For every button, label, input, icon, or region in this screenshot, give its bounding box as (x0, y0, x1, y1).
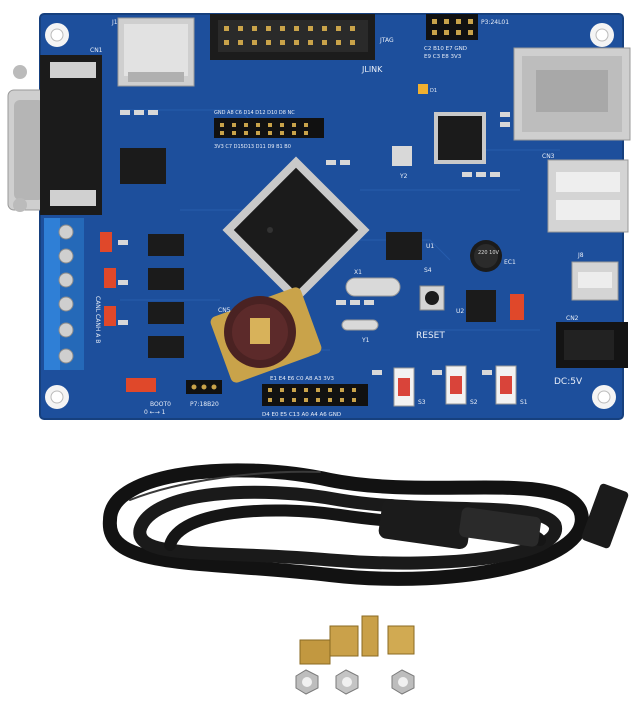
y1-label: Y1 (361, 337, 370, 344)
electrolytic-capacitor (470, 240, 502, 272)
ethernet-controller-chip (434, 112, 486, 164)
crystal-y1 (341, 319, 379, 331)
terminal-labels: CANL CANH A B (94, 296, 101, 343)
p7-header (186, 380, 222, 394)
j1-label: J1 (111, 19, 118, 26)
p6-header (214, 118, 324, 138)
jumper-icons (100, 232, 524, 392)
push-button-s3[interactable] (393, 367, 415, 407)
mounting-hole-icon (45, 23, 616, 409)
power-label: DC:5V (554, 377, 583, 387)
mcu-chip (222, 156, 370, 304)
wireless-header (426, 14, 478, 40)
jtag-connector (210, 14, 375, 60)
wireless-pins-bottom: E9 C3 E8 3V3 (424, 54, 462, 60)
development-board: JLINK JTAG P3:24L01 C2 B10 E7 GND E9 C3 … (7, 13, 631, 420)
coin-battery-holder (210, 287, 322, 383)
p6-top-pins: GND A8 C6 D14 D12 D10 D8 NC (214, 110, 295, 116)
y2-label: Y2 (399, 173, 408, 180)
db9-connector (7, 55, 102, 215)
crystal-x1 (345, 277, 401, 297)
p7-label: P7:18B20 (190, 401, 219, 408)
j8-label: J8 (577, 252, 584, 259)
cn2-label: CN2 (566, 315, 579, 322)
reset-label: RESET (416, 331, 445, 341)
jlink-label: JLINK (361, 65, 383, 74)
sd-card-slot (117, 17, 195, 87)
wireless-pins-top: C2 B10 E7 GND (424, 46, 467, 52)
p4-header (262, 384, 368, 406)
cn1-label: CN1 (90, 47, 103, 54)
p6-bottom-pins: 3V3 C7 D15D13 D11 D9 B1 B0 (214, 144, 291, 150)
u1-label: U1 (426, 243, 434, 250)
brass-standoffs (299, 615, 415, 665)
s2-label: S2 (470, 399, 478, 406)
terminal-block (44, 218, 84, 370)
cn3-label: CN3 (542, 153, 555, 160)
p4-top-pins: E1 E4 E6 C0 A8 A3 3V3 (270, 376, 335, 382)
usb-a-port (547, 159, 629, 233)
smd-components (118, 110, 510, 375)
s4-label: S4 (424, 267, 432, 274)
push-button-s2[interactable] (445, 365, 467, 405)
hex-nuts (295, 669, 415, 695)
cable-connector (378, 483, 629, 550)
boot-scale: 0 ←→ 1 (144, 409, 166, 416)
ic-packages (120, 146, 496, 358)
s1-label: S1 (520, 399, 528, 406)
s3-label: S3 (418, 399, 426, 406)
wireless-header-label: P3:24L01 (481, 19, 509, 26)
p4-bottom-pins: D4 E0 E5 C13 A0 A4 A6 GND (262, 412, 341, 418)
jtag-label: JTAG (379, 37, 394, 44)
mini-usb-port (571, 261, 619, 301)
u2-label: U2 (456, 308, 464, 315)
led-label: D1 (430, 88, 437, 94)
ec1-label: EC1 (504, 259, 516, 266)
dc-power-jack (556, 322, 628, 368)
cn5-label: CN5 (218, 307, 231, 314)
reset-button[interactable] (419, 285, 445, 311)
push-button-s1[interactable] (495, 365, 517, 405)
led-icon (418, 84, 428, 94)
boot-label: BOOT0 (150, 401, 171, 408)
x1-label: X1 (354, 269, 362, 276)
ethernet-port (513, 47, 631, 141)
capacitor-rating: 220 10V (478, 250, 499, 256)
